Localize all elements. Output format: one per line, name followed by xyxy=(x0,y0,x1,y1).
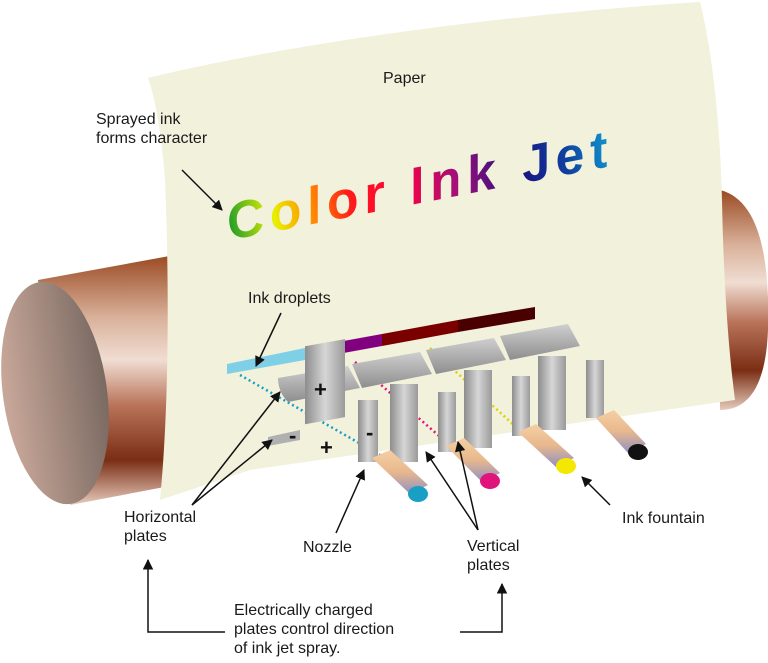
roller xyxy=(1,190,768,505)
yellow-cartridge xyxy=(518,424,576,474)
plate-charge-signs: + - + - xyxy=(289,377,373,460)
cyan-cartridge xyxy=(372,450,428,502)
vertical-left-charge: + xyxy=(320,435,333,460)
ink-droplets-label: Ink droplets xyxy=(248,290,331,307)
horizontal-plates-line1: Horizontal xyxy=(124,509,197,526)
sprayed-ink-line1: Sprayed ink xyxy=(96,111,181,128)
horizontal-bottom-charge: - xyxy=(289,423,296,448)
vertical-plates-line2: plates xyxy=(467,557,510,574)
horizontal-plates-label: Horizontal plates xyxy=(124,508,196,546)
horizontal-top-charge: + xyxy=(314,377,327,402)
caption-line3: of ink jet spray. xyxy=(234,640,341,657)
sprayed-ink-label: Sprayed ink forms character xyxy=(96,110,207,148)
horizontal-plates-line2: plates xyxy=(124,528,167,545)
vertical-right-charge: - xyxy=(366,420,373,445)
pointer-arrows xyxy=(142,169,611,633)
sprayed-ink-line2: forms character xyxy=(96,130,208,147)
ink-droplet-bar xyxy=(227,307,535,374)
caption-line2: plates control direction xyxy=(234,621,395,638)
vertical-plates-label: Vertical plates xyxy=(467,537,519,575)
paper-label: Paper xyxy=(383,70,426,87)
vertical-plates-line1: Vertical xyxy=(467,538,520,555)
nozzle-label: Nozzle xyxy=(303,539,352,556)
caption: Electrically charged plates control dire… xyxy=(234,601,394,658)
ink-fountain-label: Ink fountain xyxy=(622,510,705,527)
plate-assemblies xyxy=(268,324,604,462)
caption-line1: Electrically charged xyxy=(234,602,373,619)
black-cartridge xyxy=(596,410,648,460)
